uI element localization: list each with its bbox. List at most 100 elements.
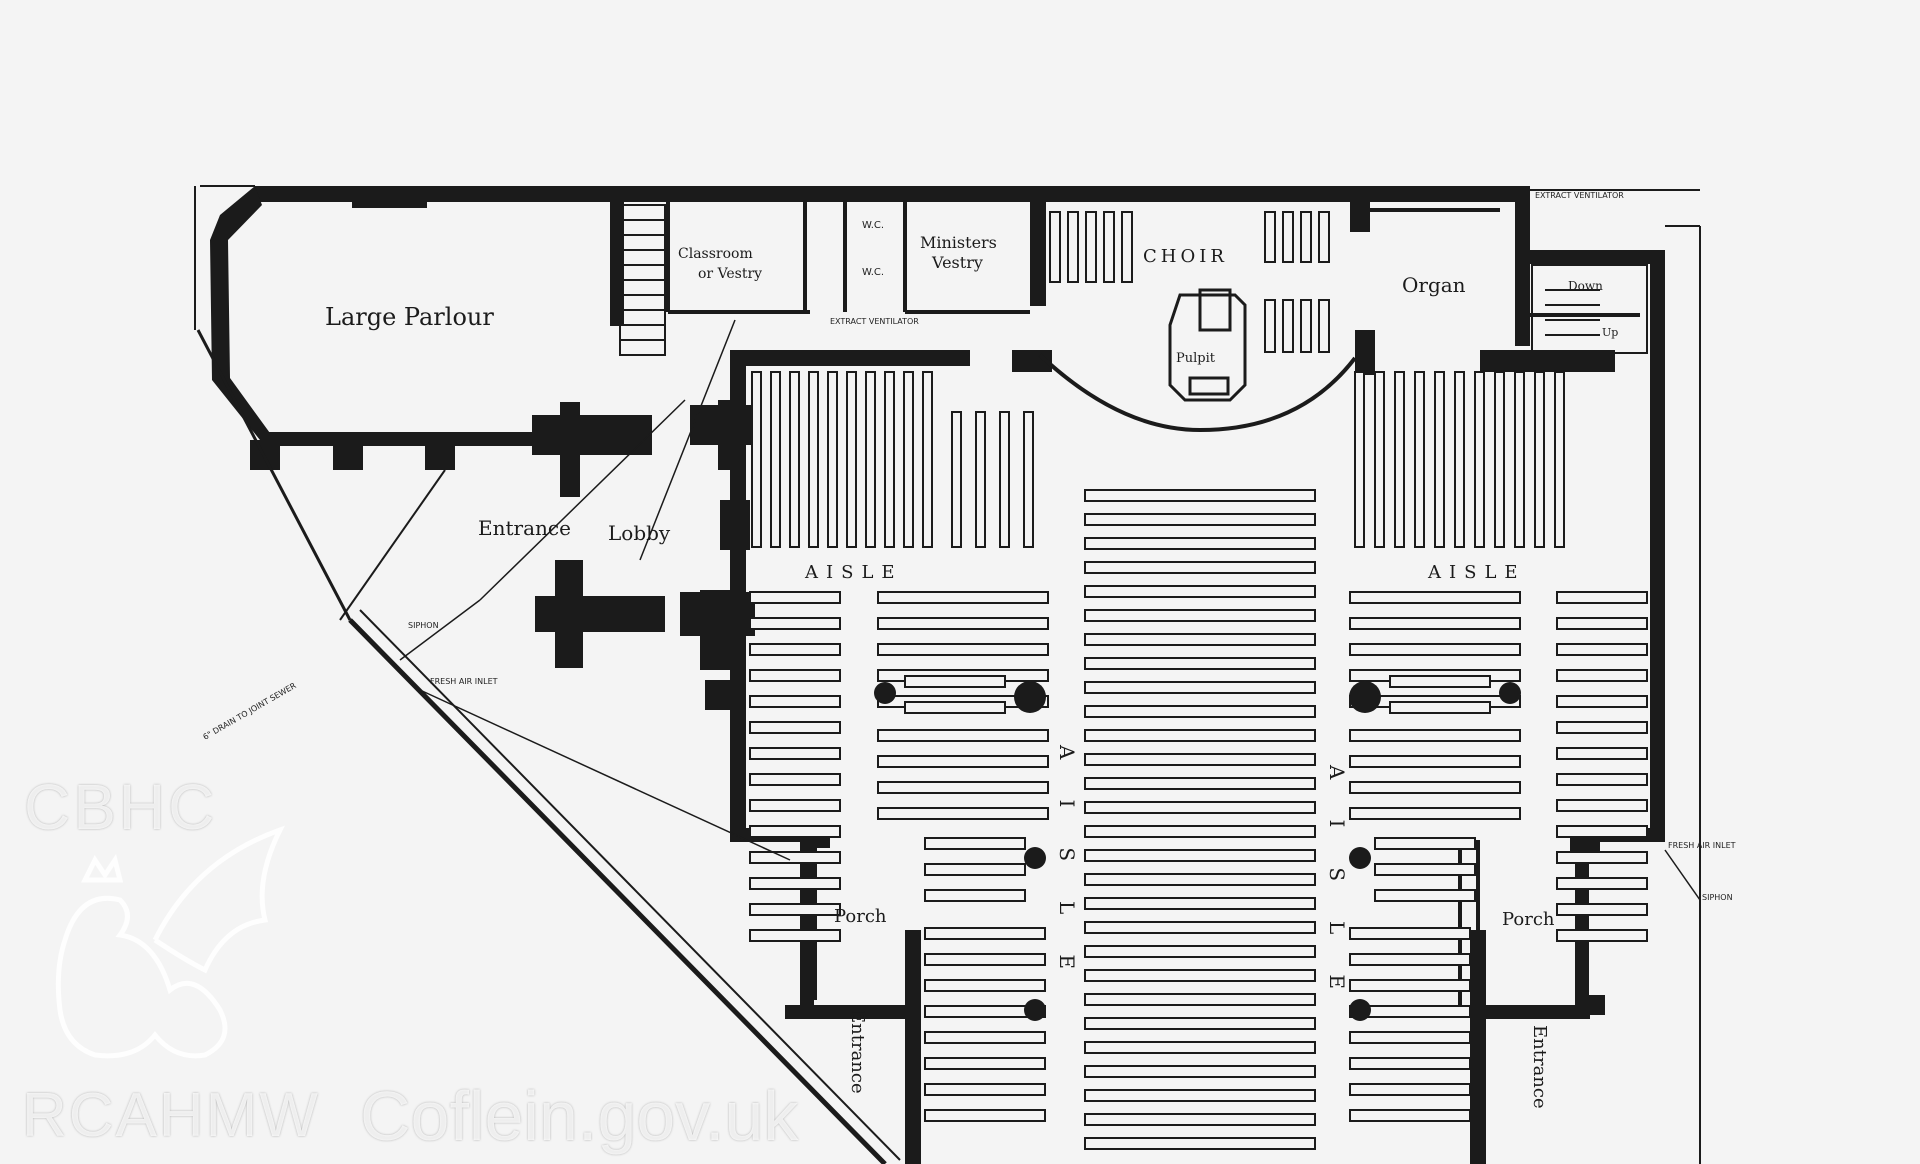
pew: [1084, 1041, 1316, 1054]
pew: [749, 799, 841, 812]
pew: [999, 411, 1010, 548]
label-aisle-left: AISLE: [804, 562, 903, 583]
pew: [884, 371, 895, 548]
staircase-right: [1531, 264, 1648, 354]
pew: [1556, 695, 1648, 708]
pew: [877, 643, 1049, 656]
pew: [1556, 617, 1648, 630]
pew: [1084, 657, 1316, 670]
label-classroom-2: or Vestry: [698, 266, 762, 282]
staircase-left: [619, 204, 666, 356]
pew: [1349, 755, 1521, 768]
label-aisle-right: AISLE: [1427, 562, 1526, 583]
pew: [904, 675, 1006, 688]
pew: [1084, 897, 1316, 910]
note-extract-ventilator-1: EXTRACT VENTILATOR: [830, 317, 919, 326]
pew: [1084, 993, 1316, 1006]
pew: [827, 371, 838, 548]
pew: [1556, 721, 1648, 734]
pew: [749, 591, 841, 604]
walls: [210, 186, 1665, 1164]
pew: [1434, 371, 1445, 548]
site-boundary: [194, 185, 1701, 1164]
pew: [951, 411, 962, 548]
pew: [1556, 903, 1648, 916]
pew: [924, 1031, 1046, 1044]
dragon-logo-icon: [55, 825, 286, 1059]
pew: [1349, 1083, 1471, 1096]
pew: [1349, 781, 1521, 794]
pew: [749, 695, 841, 708]
label-aisle-vertical-right: AISLE: [1325, 764, 1349, 1029]
pew: [1389, 701, 1491, 714]
note-drain: 6" DRAIN TO JOINT SEWER: [202, 681, 299, 742]
pews: [749, 371, 1648, 1150]
pew: [1556, 929, 1648, 942]
pew: [749, 747, 841, 760]
pew: [789, 371, 800, 548]
pew: [749, 669, 841, 682]
pew: [877, 729, 1049, 742]
label-porch-right: Porch: [1502, 909, 1555, 930]
pew: [1084, 609, 1316, 622]
pew: [749, 825, 841, 838]
pew: [877, 617, 1049, 630]
pew: [1349, 979, 1471, 992]
pew: [877, 591, 1049, 604]
pew: [751, 371, 762, 548]
pew: [1556, 825, 1648, 838]
note-fresh-air-inlet-right: FRESH AIR INLET: [1668, 841, 1736, 850]
pew: [1084, 777, 1316, 790]
pew: [877, 781, 1049, 794]
pew: [924, 927, 1046, 940]
columns: [874, 681, 1521, 1021]
pew: [1394, 371, 1405, 548]
note-extract-ventilator-2: EXTRACT VENTILATOR: [1535, 191, 1624, 200]
pew: [1084, 825, 1316, 838]
pew: [1084, 1065, 1316, 1078]
label-choir: CHOIR: [1143, 246, 1228, 267]
note-siphon-right: SIPHON: [1702, 893, 1733, 902]
pew: [903, 371, 914, 548]
pew: [1374, 889, 1476, 902]
label-pulpit: Pulpit: [1176, 351, 1216, 366]
pew: [1084, 945, 1316, 958]
watermark-cbhc: CBHC: [24, 771, 218, 843]
pew: [1374, 371, 1385, 548]
label-ministers-2: Vestry: [931, 253, 983, 272]
pew: [1494, 371, 1505, 548]
pew: [1349, 1057, 1471, 1070]
choir-pews: [1049, 211, 1330, 353]
label-entrance-left: Entrance: [847, 1010, 868, 1094]
pew: [749, 721, 841, 734]
label-entrance-right: Entrance: [1529, 1025, 1550, 1109]
pew: [1514, 371, 1525, 548]
note-siphon: SIPHON: [408, 621, 439, 630]
pew: [1084, 753, 1316, 766]
pew: [749, 643, 841, 656]
label-wc-1: W.C.: [862, 220, 884, 231]
pew: [1554, 371, 1565, 548]
pew: [1084, 561, 1316, 574]
pew: [924, 889, 1026, 902]
pew: [924, 837, 1026, 850]
choir-apse: [1038, 353, 1357, 433]
pew: [1084, 705, 1316, 718]
pew: [924, 953, 1046, 966]
pew: [904, 701, 1006, 714]
pew: [1354, 371, 1365, 548]
pew: [1534, 371, 1545, 548]
pew: [1084, 489, 1316, 502]
pew: [1556, 773, 1648, 786]
pew: [1084, 1137, 1316, 1150]
pew: [1349, 807, 1521, 820]
pew: [1084, 1113, 1316, 1126]
pew: [1084, 849, 1316, 862]
pew: [1374, 837, 1476, 850]
label-ministers-1: Ministers: [920, 233, 997, 252]
label-organ: Organ: [1402, 273, 1466, 297]
pew: [877, 807, 1049, 820]
pew: [1349, 1031, 1471, 1044]
room-labels: Large Parlour Classroom or Vestry W.C. W…: [325, 220, 1618, 1109]
pew: [1454, 371, 1465, 548]
